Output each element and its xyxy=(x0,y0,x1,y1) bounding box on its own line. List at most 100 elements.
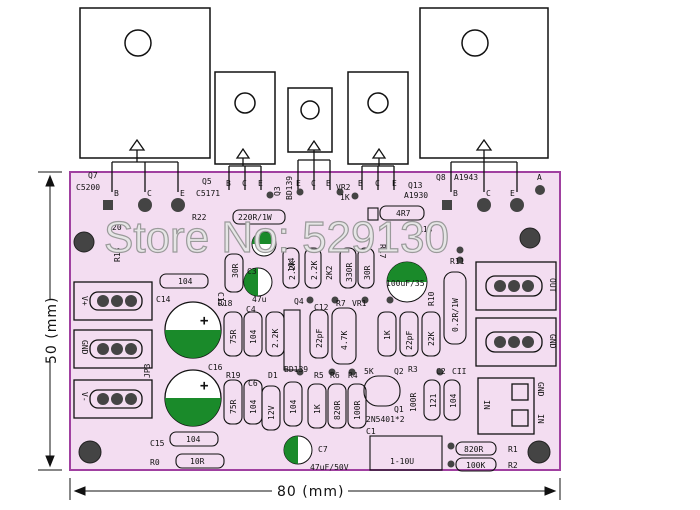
label-r3: R3 xyxy=(408,365,418,374)
label-c7: C7 xyxy=(318,445,328,454)
label-q8-b: B xyxy=(453,189,458,198)
label-hole-a: A xyxy=(537,173,542,182)
label-r18: R18 xyxy=(218,299,233,308)
label-10r: 10R xyxy=(190,457,205,466)
label-r22: R22 xyxy=(192,213,207,222)
label-jp3: JP3 xyxy=(143,363,152,378)
svg-text:+: + xyxy=(200,378,208,394)
label-vplus: V+ xyxy=(80,296,89,306)
label-r22-val: 220R/1W xyxy=(238,213,272,222)
label-5k: 5K xyxy=(364,367,374,376)
label-q5-c: C xyxy=(242,179,247,188)
label-820r-b: 820R xyxy=(464,445,483,454)
silkscreen-labels: Q7 C5200 B C E Q8 A1943 B C E A Q5 C5171… xyxy=(76,171,557,472)
label-q7: Q7 xyxy=(88,171,98,180)
label-r1-top: R13 xyxy=(418,225,433,234)
label-r13: R13 xyxy=(113,247,122,262)
label-2k2: 2K2 xyxy=(325,265,334,280)
label-q5-part: C5171 xyxy=(196,189,220,198)
label-104-e: 104 xyxy=(449,393,458,408)
label-100u35: 100uF/35 xyxy=(386,279,425,288)
label-22k-b: 2.2K xyxy=(310,261,319,280)
label-104-b: 104 xyxy=(249,329,258,344)
label-c4: C4 xyxy=(246,305,256,314)
label-c12: C12 xyxy=(314,303,329,312)
label-vr2-val: 1K xyxy=(340,193,350,202)
label-22k-a: 2.2K xyxy=(288,261,297,280)
label-c13: C13 xyxy=(216,292,225,307)
electrolytic-c16: + xyxy=(164,369,222,427)
label-q1: Q1 xyxy=(394,405,404,414)
label-q13: Q13 xyxy=(408,181,423,190)
solder-pads xyxy=(103,185,545,468)
label-c15: C15 xyxy=(150,439,165,448)
label-r10: R10 xyxy=(427,291,436,306)
label-r11-val: 0.2R/1W xyxy=(451,298,460,332)
q3-outline xyxy=(287,87,333,153)
label-q3: Q3 xyxy=(273,186,282,196)
label-q3-e: E xyxy=(296,179,301,188)
label-c6: C6 xyxy=(248,379,258,388)
label-330r: 330R xyxy=(345,263,354,282)
label-r1: R1 xyxy=(508,445,518,454)
store-watermark: Store No: 529130 xyxy=(104,213,449,262)
label-47k: 4.7K xyxy=(340,331,349,350)
label-22pf-a: 22pF xyxy=(315,329,324,348)
label-v20: 20 xyxy=(112,223,122,232)
label-r5: R5 xyxy=(314,371,324,380)
label-r11: R11 xyxy=(450,257,465,266)
label-q7-part: C5200 xyxy=(76,183,100,192)
label-100r: 100R xyxy=(353,401,362,420)
mounting-holes xyxy=(73,227,551,464)
label-in-2: IN xyxy=(536,414,545,424)
label-75r-a: 75R xyxy=(229,329,238,344)
label-104-g: 104 xyxy=(287,257,296,272)
label-1k-b: 1K xyxy=(313,404,322,414)
height-dimension-label: 50 (mm) xyxy=(44,297,60,364)
label-q13-e: E xyxy=(392,179,397,188)
label-q3-c: C xyxy=(311,179,316,188)
label-121: 121 xyxy=(429,393,438,408)
component-outlines xyxy=(159,205,497,472)
electrolytic-c3 xyxy=(243,267,273,297)
label-22k-c: 2.2K xyxy=(271,329,280,348)
label-vr1: VR1 xyxy=(352,299,367,308)
label-104-f: 104 xyxy=(186,435,201,444)
label-47u: 47u xyxy=(252,295,267,304)
label-30r: 30R xyxy=(231,263,240,278)
label-q4: Q4 xyxy=(294,297,304,306)
label-100k: 100K xyxy=(466,461,485,470)
label-q13-b: B xyxy=(358,179,363,188)
label-r7: R7 xyxy=(336,299,346,308)
label-1k: 1K xyxy=(383,330,392,340)
label-r6: R6 xyxy=(330,371,340,380)
connector-pads-left xyxy=(97,295,137,405)
label-22k-d: 22K xyxy=(427,331,436,346)
label-q8: Q8 xyxy=(436,173,446,182)
label-gnd-left: GND xyxy=(80,340,89,355)
label-104-d: 104 xyxy=(289,399,298,414)
connector-pads-right xyxy=(494,280,534,348)
label-30r-b: 30R xyxy=(363,265,372,280)
label-q2: Q2 xyxy=(394,367,404,376)
output-connector xyxy=(475,261,557,435)
label-c16: C16 xyxy=(208,363,223,372)
label-q7-c: C xyxy=(147,189,152,198)
label-q3-part: BD139 xyxy=(285,176,294,200)
label-gnd-right: GND xyxy=(548,334,557,349)
label-104-c: 104 xyxy=(249,399,258,414)
q5-outline xyxy=(214,71,276,165)
svg-text:+: + xyxy=(200,313,208,329)
label-q5: Q5 xyxy=(202,177,212,186)
label-q5-e: E xyxy=(258,179,263,188)
dimension-lines xyxy=(38,171,561,500)
q7-heatsink-outline xyxy=(79,7,211,159)
label-q5-b: B xyxy=(226,179,231,188)
label-12v: 12V xyxy=(267,405,276,420)
label-vminus: V- xyxy=(80,392,89,402)
label-q7-b: B xyxy=(114,189,119,198)
label-820r: 820R xyxy=(333,401,342,420)
label-47u50: 47uF/50V xyxy=(310,463,349,472)
label-r19: R19 xyxy=(226,371,241,380)
